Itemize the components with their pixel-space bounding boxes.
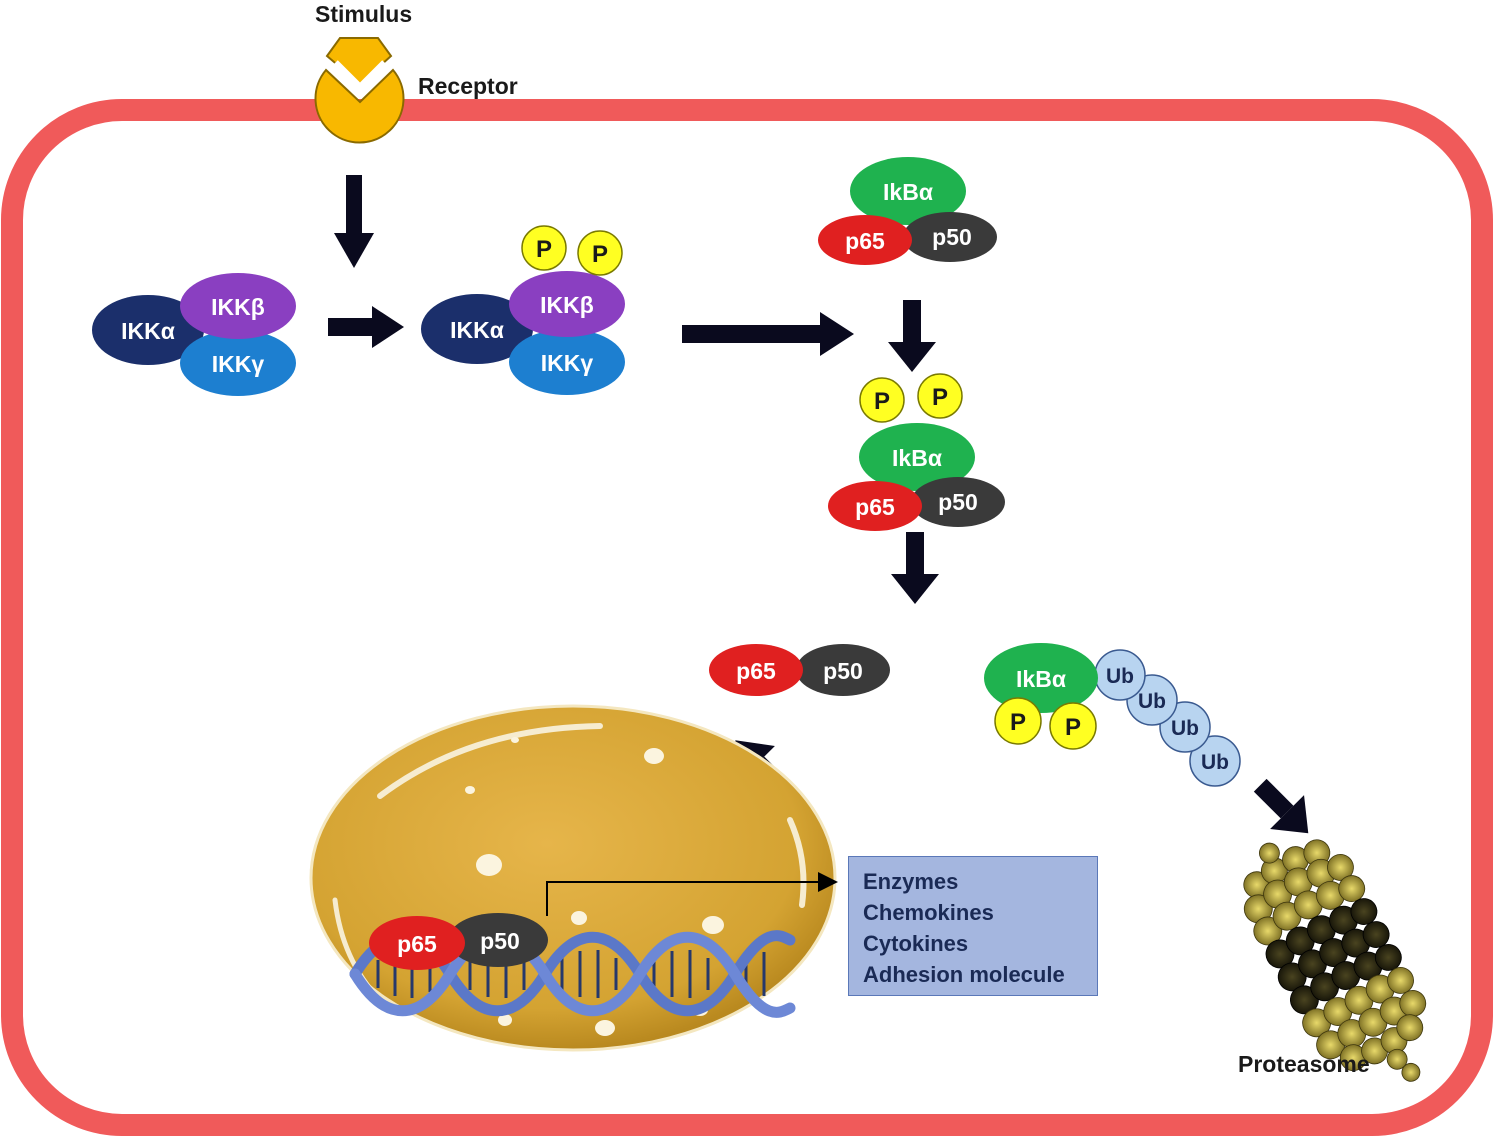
ikk-alpha [92,295,204,365]
ubiquitinated-ikb: IkBα P P Ub Ub Ub Ub [984,643,1241,787]
phosphate-icon [577,230,623,276]
svg-text:IkBα: IkBα [883,179,933,205]
svg-text:IKKβ: IKKβ [540,292,594,318]
phospho-ikb-nfkb-complex: P P IkBα p65 p50 [828,373,1005,531]
ikb-nfkb-complex: IkBα p65 p50 [818,157,997,265]
gene-product-item: Adhesion molecule [863,962,1065,987]
phosphate-icon [859,377,905,423]
ikk-complex-active: IKKα IKKβ IKKγ P P [421,225,625,395]
svg-text:P: P [874,388,890,415]
svg-text:Ub: Ub [1138,690,1166,713]
cell-membrane [1,99,1493,1136]
arrow-to-ikb-phosphorylation [682,312,854,356]
transcription-arrow [546,872,838,916]
ikk-beta [180,273,296,339]
ubiquitin-icon [1189,735,1241,787]
svg-text:p65: p65 [855,494,895,520]
svg-text:P: P [536,236,552,263]
arrow-ikb-down-1 [888,300,936,372]
arrow-ikb-down-2 [891,532,939,604]
proteasome-label: Proteasome [1238,1051,1370,1077]
gene-products-box: Enzymes Chemokines Cytokines Adhesion mo… [848,856,1098,996]
svg-text:Ub: Ub [1106,665,1134,688]
gene-product-item: Enzymes [863,869,959,894]
gene-product-item: Cytokines [863,931,969,956]
phosphate-icon [521,225,567,271]
svg-text:P: P [1010,709,1026,736]
nfkb-dna-bound: p65 p50 [369,913,548,970]
arrow-to-proteasome [1253,778,1309,834]
svg-text:IKKβ: IKKβ [211,294,265,320]
gene-product-item: Chemokines [863,900,994,925]
svg-text:IKKα: IKKα [450,317,504,343]
arrow-ikk-activation [328,306,404,348]
svg-text:IKKα: IKKα [121,318,175,344]
svg-text:IkBα: IkBα [892,445,942,471]
svg-text:p65: p65 [736,658,776,684]
ikk-beta [509,271,625,337]
receptor-icon [314,37,405,144]
svg-text:p65: p65 [397,931,437,957]
free-nfkb-dimer: p65 p50 [709,644,890,696]
svg-text:p50: p50 [932,224,972,250]
ikk-gamma [509,329,625,395]
svg-text:P: P [932,384,948,411]
svg-text:p50: p50 [480,928,520,954]
phosphate-icon [994,697,1042,745]
svg-text:p50: p50 [938,489,978,515]
arrow-receptor-down [334,175,374,268]
phosphate-icon [917,373,963,419]
ikk-complex-inactive: IKKα IKKβ IKKγ [92,273,296,396]
svg-text:IKKγ: IKKγ [212,351,265,377]
svg-text:P: P [1065,714,1081,741]
stimulus-label: Stimulus [315,1,412,27]
gene-products-list: Enzymes Chemokines Cytokines Adhesion mo… [849,857,1097,990]
svg-text:IkBα: IkBα [1016,666,1066,692]
svg-text:P: P [592,241,608,268]
svg-text:IKKγ: IKKγ [541,350,594,376]
proteasome-icon [1243,839,1427,1082]
receptor-label: Receptor [418,73,518,99]
phosphate-icon [1049,702,1097,750]
svg-text:p50: p50 [823,658,863,684]
svg-text:Ub: Ub [1201,751,1229,774]
ikk-alpha [421,294,533,364]
svg-text:Ub: Ub [1171,717,1199,740]
ikk-gamma [180,330,296,396]
svg-text:p65: p65 [845,228,885,254]
